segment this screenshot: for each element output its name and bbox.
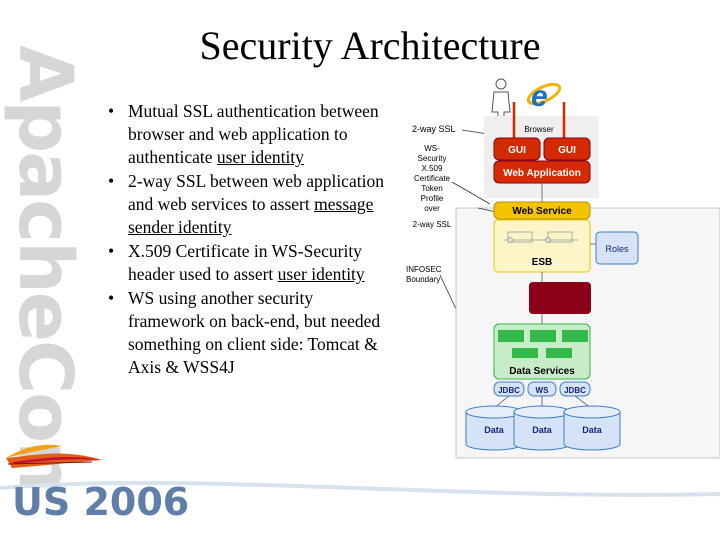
- svg-text:Boundary: Boundary: [406, 275, 440, 284]
- bullet-item: •X.509 Certificate in WS-Security header…: [108, 241, 365, 284]
- esb-internal-lines: [504, 231, 578, 243]
- security-architecture-diagram: e 2-way SSL WS- Security X.509 Certifica…: [406, 78, 720, 459]
- gui-box-2: [543, 137, 591, 161]
- svg-text:GUI: GUI: [558, 145, 576, 156]
- bullet-marker: •: [108, 241, 115, 261]
- svg-text:Data: Data: [582, 425, 603, 435]
- apachecon-logo-text: ApacheCon: [2, 45, 88, 492]
- svg-text:WS: WS: [536, 386, 550, 395]
- bullet-marker: •: [108, 288, 115, 308]
- jdbc-ws-row: JDBC WS JDBC: [493, 381, 591, 397]
- database-cylinder-3: Data: [563, 405, 621, 451]
- svg-text:Data: Data: [484, 425, 505, 435]
- database-cylinder-1: Data: [465, 405, 523, 451]
- svg-text:Token: Token: [421, 184, 442, 193]
- svg-text:Web Application: Web Application: [503, 168, 581, 179]
- web-service-box: [493, 201, 591, 220]
- svg-text:X.509: X.509: [422, 164, 443, 173]
- security-layer-box: [529, 282, 591, 314]
- gui-box-1: [493, 137, 541, 161]
- bullet-item: •WS using another security framework on …: [108, 288, 381, 377]
- svg-text:INFOSEC: INFOSEC: [406, 265, 442, 274]
- svg-text:2-way SSL: 2-way SSL: [412, 124, 456, 134]
- svg-text:e: e: [531, 80, 548, 113]
- svg-text:Profile: Profile: [421, 194, 444, 203]
- bullet-item: •2-way SSL between web application and w…: [108, 171, 384, 237]
- bullet-list: •Mutual SSL authentication between brows…: [106, 100, 388, 380]
- svg-text:Security: Security: [418, 154, 447, 163]
- bullet-marker: •: [108, 101, 115, 121]
- apachecon-sidebar-logo: ApacheCon: [0, 0, 90, 492]
- us-2006-footer: US 2006: [12, 480, 190, 524]
- svg-text:Roles: Roles: [605, 244, 629, 254]
- footer-band: [0, 480, 720, 540]
- browser-group: Browser GUI GUI Web Application: [493, 102, 591, 184]
- svg-text:WS-: WS-: [424, 144, 440, 153]
- svg-text:JDBC: JDBC: [498, 386, 520, 395]
- roles-box: [595, 231, 639, 265]
- data-services-internals: [498, 330, 588, 358]
- annotation-infosec-boundary: INFOSEC Boundary: [406, 265, 457, 310]
- internet-explorer-icon: e: [526, 80, 562, 113]
- svg-text:Certificate: Certificate: [414, 174, 451, 183]
- annotation-ws-security: WS- Security X.509 Certificate Token Pro…: [413, 144, 491, 229]
- svg-text:Data Services: Data Services: [509, 366, 575, 377]
- annotation-2way-ssl: 2-way SSL: [412, 124, 489, 135]
- svg-text:ESB: ESB: [532, 257, 553, 268]
- apache-feather-icon: [6, 444, 102, 468]
- database-cylinder-2: Data: [513, 405, 571, 451]
- svg-text:JDBC: JDBC: [564, 386, 586, 395]
- slide-title: Security Architecture: [199, 23, 541, 68]
- svg-text:2-way SSL: 2-way SSL: [413, 220, 452, 229]
- bullet-marker: •: [108, 171, 115, 191]
- svg-text:GUI: GUI: [508, 145, 526, 156]
- svg-text:Data: Data: [532, 425, 553, 435]
- bullet-item: •Mutual SSL authentication between brows…: [108, 101, 379, 167]
- svg-text:over: over: [424, 204, 440, 213]
- svg-text:Browser: Browser: [524, 125, 554, 134]
- svg-text:Web Service: Web Service: [512, 206, 572, 217]
